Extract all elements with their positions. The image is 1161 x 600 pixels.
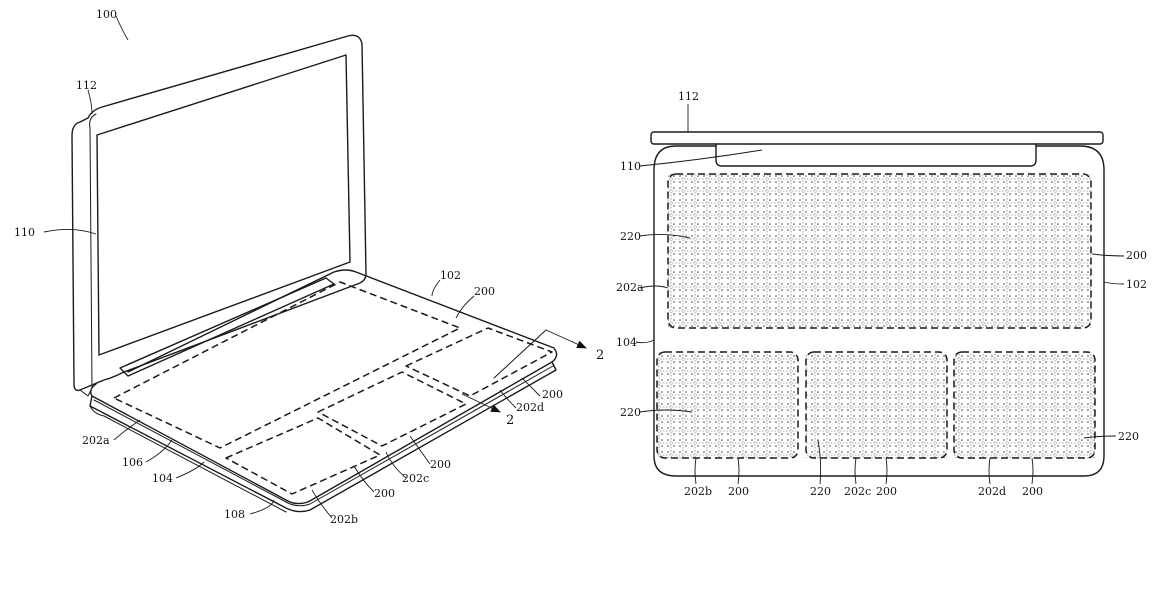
leader-112 [87, 89, 93, 115]
leader-110 [43, 229, 97, 235]
input-region-202d-grid [954, 352, 1095, 458]
label-104: 104 [152, 472, 173, 485]
label-108: 108 [224, 508, 245, 521]
section-arrow-bottom [461, 393, 501, 413]
hinge-top-view [715, 143, 1037, 167]
label-r-202d: 202d [978, 485, 1006, 498]
label-r-220-b: 220 [620, 406, 641, 419]
leader-r-202c [854, 457, 857, 485]
label-r-202c: 202c [844, 485, 871, 498]
display-lid-edge [650, 131, 1104, 145]
label-r-102: 102 [1126, 278, 1147, 291]
leader-202b [311, 489, 333, 519]
leader-202a [113, 419, 141, 441]
base-side-front [89, 361, 557, 513]
leader-r-202d [988, 457, 991, 485]
base-outline [653, 145, 1105, 477]
label-110: 110 [14, 226, 35, 239]
label-r-220-c: 220 [1118, 430, 1139, 443]
label-r-200-a: 200 [1126, 249, 1147, 262]
input-region-202a [667, 173, 1092, 329]
label-200-d: 200 [374, 487, 395, 500]
base-bottom-edge [89, 405, 287, 513]
section-arrow-top [545, 329, 587, 349]
hinge [119, 277, 335, 377]
input-region-202b [656, 351, 799, 459]
input-region-202d [405, 327, 553, 397]
input-region-202c-grid [806, 352, 947, 458]
label-r-104: 104 [616, 336, 637, 349]
leader-r-200-c [885, 457, 888, 485]
leader-104 [175, 461, 205, 479]
leader-100 [115, 15, 129, 41]
laptop-top-view-figure: 112 110 220 200 202a 102 104 220 220 202… [616, 90, 1147, 498]
display-housing-edge [79, 113, 97, 397]
input-region-202b-grid [657, 352, 798, 458]
leader-102 [431, 279, 441, 297]
label-r-200-c: 200 [876, 485, 897, 498]
leader-200-b [521, 377, 541, 397]
label-r-202a: 202a [616, 281, 644, 294]
label-r-220-a: 220 [620, 230, 641, 243]
label-202b: 202b [330, 513, 358, 526]
label-106: 106 [122, 456, 143, 469]
leader-r-220-c [817, 439, 822, 485]
label-100: 100 [96, 8, 117, 21]
label-section-2-bottom: 2 [506, 413, 514, 428]
label-r-202b: 202b [684, 485, 712, 498]
label-section-2-top: 2 [596, 348, 604, 363]
leader-r-220-a [639, 233, 691, 239]
leader-202c [385, 451, 407, 479]
input-region-202d [953, 351, 1096, 459]
leader-r-102 [1103, 281, 1125, 285]
label-200-b: 200 [542, 388, 563, 401]
leader-108 [249, 499, 275, 515]
label-200-c: 200 [430, 458, 451, 471]
label-112: 112 [76, 79, 97, 92]
leader-r-104 [635, 339, 655, 344]
label-202d: 202d [516, 401, 544, 414]
leader-200-a [455, 295, 475, 319]
base-groove [93, 365, 554, 507]
label-r-110: 110 [620, 160, 641, 173]
leader-r-220-b [639, 409, 693, 413]
label-200-a: 200 [474, 285, 495, 298]
leader-r-200-d [1031, 457, 1034, 485]
display-housing-outer [71, 34, 367, 392]
leader-r-202a [639, 285, 669, 289]
label-r-112: 112 [678, 90, 699, 103]
display-screen [96, 54, 351, 356]
label-r-200-b: 200 [728, 485, 749, 498]
input-region-202a-grid [668, 174, 1091, 328]
label-202c: 202c [402, 472, 429, 485]
leader-200-d [353, 465, 375, 493]
label-r-200-d: 200 [1022, 485, 1043, 498]
input-region-202c [805, 351, 948, 459]
leader-202d [499, 389, 517, 409]
leader-106 [145, 439, 173, 463]
leader-r-200-a [1091, 253, 1125, 257]
section-line [493, 329, 547, 379]
leader-r-110 [639, 149, 763, 167]
laptop-perspective-figure: 100 112 110 102 200 2 200 202d 2 202a 10… [14, 8, 604, 526]
label-r-220-d: 220 [810, 485, 831, 498]
input-region-202a [113, 281, 461, 449]
input-region-202b [225, 417, 381, 495]
label-202a: 202a [82, 434, 110, 447]
leader-r-220-d-right [1083, 435, 1117, 439]
leader-r-202b [694, 457, 697, 485]
label-102: 102 [440, 269, 461, 282]
leader-r-200-b [737, 457, 740, 485]
leader-200-c [409, 435, 431, 465]
